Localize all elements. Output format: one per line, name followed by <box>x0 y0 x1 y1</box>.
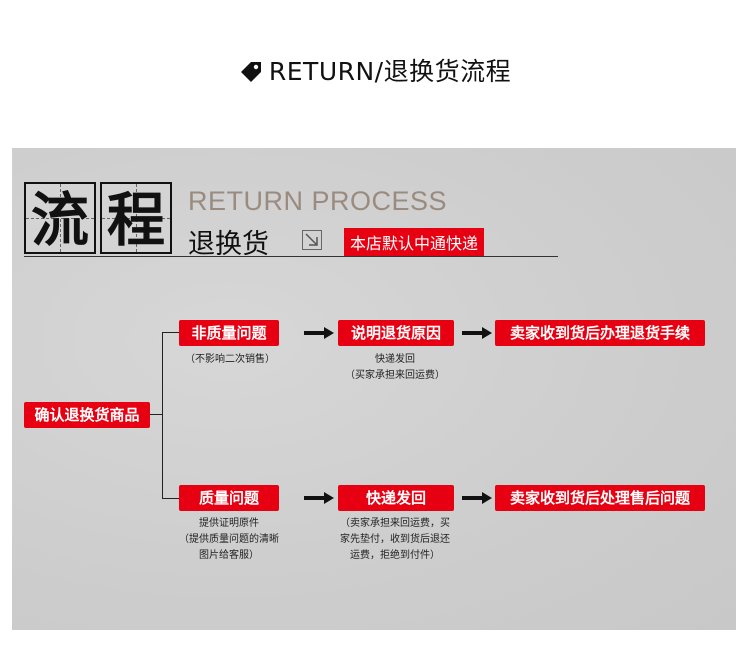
bottom-step1-note1: 提供证明原件 <box>199 518 259 529</box>
arrow-right-icon <box>462 492 492 504</box>
page-title: RETURN/退换货流程 <box>0 52 750 88</box>
bottom-step1-note2: （提供质量问题的清晰 <box>179 534 279 545</box>
connector-vertical <box>162 332 163 498</box>
bottom-step1-note3: 图片给客服） <box>199 550 259 561</box>
bottom-step2-box: 快递发回 <box>338 485 454 511</box>
top-step2-note1: 快递发回 <box>375 354 415 365</box>
top-step1-box: 非质量问题 <box>179 320 279 346</box>
arrow-right-icon <box>304 327 334 339</box>
page-title-text: RETURN/退换货流程 <box>268 57 512 86</box>
bottom-step2-note3: 运费，拒绝到付件） <box>350 550 440 561</box>
top-step1-note: （不影响二次销售） <box>185 354 275 365</box>
return-process-en: RETURN PROCESS <box>188 186 448 216</box>
bottom-step1-box: 质量问题 <box>179 485 279 511</box>
start-box: 确认退换货商品 <box>24 402 150 428</box>
process-panel: 流 程 RETURN PROCESS 退换货 本店默认中通快递 确认退换货商品 … <box>12 148 736 630</box>
header-rule <box>24 256 558 257</box>
arrow-right-icon <box>462 327 492 339</box>
top-step2-box: 说明退货原因 <box>338 320 454 346</box>
arrow-right-icon <box>304 492 334 504</box>
connector-top <box>162 332 179 333</box>
big-char-2: 程 <box>100 182 172 254</box>
bottom-step2-note1: （卖家承担来回运费，买 <box>340 518 450 529</box>
courier-badge: 本店默认中通快递 <box>344 228 485 256</box>
connector-start <box>150 414 162 415</box>
bottom-step2-note2: 家先垫付，收到货后退还 <box>340 534 450 545</box>
arrow-box-icon <box>302 230 322 250</box>
big-char-1: 流 <box>24 182 96 254</box>
top-step3-box: 卖家收到货后办理退货手续 <box>495 320 705 346</box>
tag-icon <box>239 59 263 88</box>
top-step2-note2: （买家承担来回运费） <box>345 370 445 381</box>
return-process-cn: 退换货 <box>188 229 269 260</box>
connector-bottom <box>162 498 179 499</box>
bottom-step3-box: 卖家收到货后处理售后问题 <box>495 485 705 511</box>
